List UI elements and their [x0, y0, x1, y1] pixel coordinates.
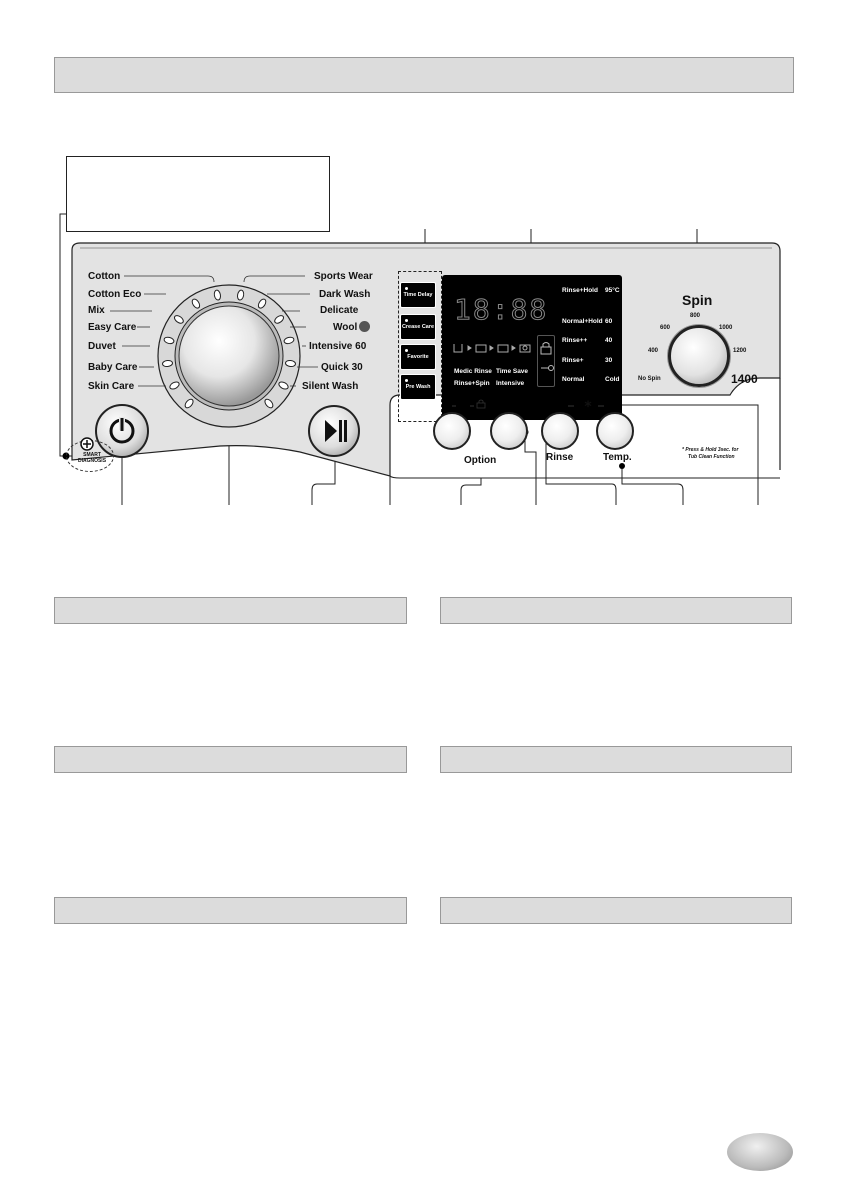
child-lock-icon	[540, 342, 552, 355]
note-box	[66, 156, 330, 232]
option-intensive: Intensive	[496, 380, 525, 387]
dial-led	[283, 336, 295, 345]
pre-wash-button[interactable]: Pre Wash	[400, 374, 436, 400]
rinse-option-2: Normal+Hold	[562, 318, 603, 325]
rinse-option-4: Rinse+	[562, 357, 584, 364]
program-label-intensive-60: Intensive 60	[309, 341, 367, 352]
time-delay-button[interactable]: Time Delay	[400, 282, 436, 308]
dial-led	[184, 398, 194, 409]
option-time-save: Time Save	[496, 368, 529, 375]
lcd-display: 18:88 Rinse+Hold Normal+Hold Rinse++ Rin…	[442, 275, 622, 420]
dial-led	[169, 381, 180, 390]
temp-button[interactable]	[596, 412, 634, 450]
crease-care-button[interactable]: Crease Care	[400, 314, 436, 340]
power-icon	[109, 417, 135, 444]
favorite-button[interactable]: Favorite	[400, 344, 436, 370]
time-digits: 18:88	[453, 293, 549, 327]
start-pause-button[interactable]	[308, 405, 360, 457]
rinse-option-1: Rinse+Hold	[562, 287, 598, 294]
section-header-bar	[54, 57, 794, 93]
program-label-easy-care: Easy Care	[88, 322, 137, 333]
section-bar-5	[54, 897, 407, 924]
lock-small-icon	[476, 399, 486, 409]
spin-speed-800: 800	[690, 313, 701, 319]
spin-knob[interactable]	[668, 325, 730, 387]
program-label-mix: Mix	[88, 305, 105, 316]
program-label-silent-wash: Silent Wash	[302, 381, 359, 392]
temp-option-5: Cold	[605, 376, 620, 383]
smart-diagnosis-icon	[80, 437, 94, 451]
rinse-option-5: Normal	[562, 376, 585, 383]
spin-speed-1200: 1200	[733, 348, 747, 354]
dial-led	[213, 289, 221, 301]
crease-care-label: Crease Care	[401, 324, 435, 330]
dial-led	[237, 289, 245, 301]
option-button[interactable]	[490, 412, 528, 450]
program-label-wool: Wool	[333, 322, 358, 333]
spin-speed-1400: 1400	[731, 372, 758, 386]
program-label-dark-wash: Dark Wash	[319, 289, 371, 300]
temp-option-1: 95°C	[605, 287, 620, 294]
spin-speed-400: 400	[648, 348, 659, 354]
rinse-button[interactable]	[541, 412, 579, 450]
section-bar-4	[440, 746, 792, 773]
temp-label: Temp.	[603, 452, 632, 463]
spin-speed-1000: 1000	[719, 325, 733, 331]
tub-clean-note-1: * Press & Hold 3sec. for	[682, 447, 739, 453]
option-label: Option	[464, 455, 497, 466]
option-rinse-spin: Rinse+Spin	[454, 380, 490, 387]
program-buttons-outline	[398, 271, 442, 422]
dial-led	[274, 315, 285, 324]
child-lock-left-button[interactable]	[433, 412, 471, 450]
child-lock-bracket	[452, 405, 604, 407]
page-number-badge	[727, 1133, 793, 1171]
pre-wash-label: Pre Wash	[405, 384, 431, 390]
program-label-sports-wear: Sports Wear	[314, 271, 373, 282]
program-label-lines-left	[110, 275, 318, 387]
temp-option-2: 60	[605, 318, 613, 325]
program-label-quick-30: Quick 30	[321, 362, 363, 373]
smart-diagnosis-label: SMART DIAGNOSIS	[77, 452, 107, 464]
tub-clean-star-icon: *	[584, 399, 592, 412]
dial-led	[191, 298, 201, 309]
program-label-duvet: Duvet	[88, 341, 116, 352]
dial-led	[285, 359, 296, 368]
dial-led	[163, 336, 175, 345]
program-label-cotton-eco: Cotton Eco	[88, 289, 142, 300]
dial-led	[264, 398, 274, 409]
program-dial[interactable]	[157, 284, 301, 428]
program-label-skin-care: Skin Care	[88, 381, 135, 392]
dial-led	[162, 359, 173, 368]
section-bar-3	[54, 746, 407, 773]
section-bar-6	[440, 897, 792, 924]
temp-option-3: 40	[605, 337, 613, 344]
rinse-option-3: Rinse++	[562, 337, 588, 344]
lock-frame	[537, 335, 555, 387]
cycle-progress-icons	[453, 344, 531, 353]
rinse-label: Rinse	[546, 452, 574, 463]
program-label-cotton: Cotton	[88, 271, 121, 282]
dial-led	[278, 381, 289, 390]
favorite-label: Favorite	[407, 354, 429, 360]
spin-speed-600: 600	[660, 325, 671, 331]
dial-led	[173, 315, 184, 324]
temp-option-4: 30	[605, 357, 613, 364]
tub-clean-note-2: Tub Clean Function	[688, 454, 735, 460]
program-label-delicate: Delicate	[320, 305, 359, 316]
time-delay-label: Time Delay	[403, 292, 433, 298]
section-bar-1	[54, 597, 407, 624]
wool-icon	[359, 321, 370, 332]
spin-speed-no-spin: No Spin	[638, 376, 661, 382]
svg-text:*: *	[584, 399, 592, 412]
section-bar-2	[440, 597, 792, 624]
program-label-baby-care: Baby Care	[88, 362, 138, 373]
play-pause-icon	[325, 420, 347, 442]
spin-title: Spin	[682, 292, 713, 308]
key-icon	[541, 365, 554, 371]
option-medic-rinse: Medic Rinse	[454, 368, 492, 375]
dial-led	[257, 298, 267, 309]
